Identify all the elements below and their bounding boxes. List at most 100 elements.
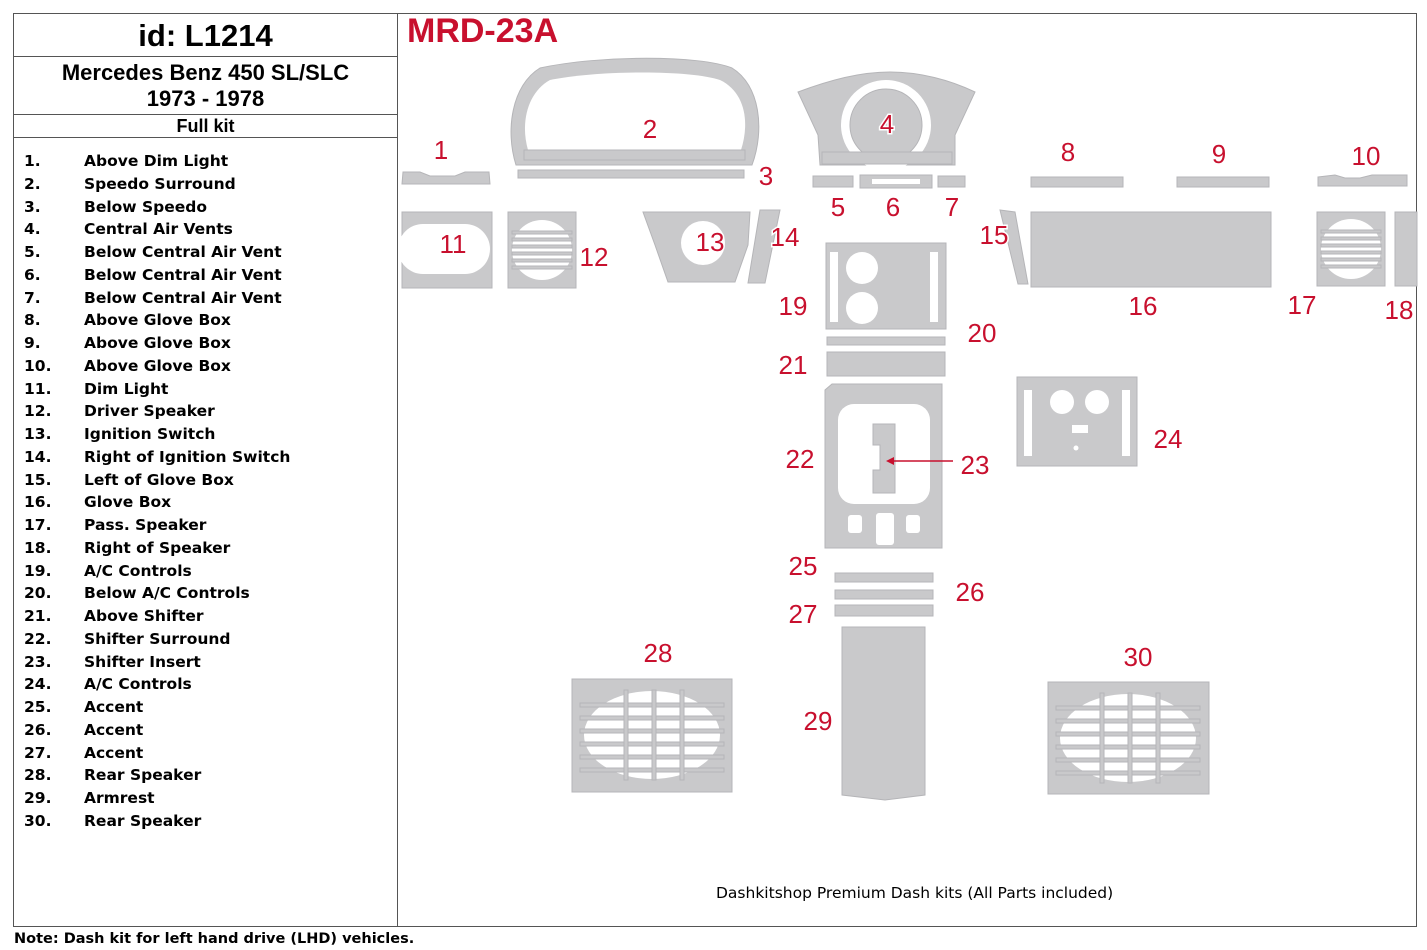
part-name: Right of Speaker — [84, 538, 231, 557]
part-number: 14. — [24, 447, 52, 466]
parts-list-item: 6. Below Central Air Vent — [14, 264, 397, 287]
part-name: Central Air Vents — [84, 220, 233, 239]
part-label-29: 29 — [804, 706, 833, 736]
part-label-23: 23 — [961, 450, 990, 480]
parts-list-item: 24. A/C Controls — [14, 673, 397, 696]
part-name: Armrest — [84, 789, 155, 807]
part-label-2: 2 — [643, 114, 657, 144]
parts-list-item: 5.Below Central Air Vent — [14, 241, 397, 264]
part-1-above-dim-light — [401, 171, 491, 185]
part-number: 28. — [24, 766, 52, 785]
part-number: 9. — [24, 334, 41, 352]
part-21-above-shifter — [826, 351, 946, 377]
part-label-10: 10 — [1352, 141, 1381, 171]
part-label-8: 8 — [1061, 137, 1075, 167]
part-name: Above Glove Box — [84, 356, 231, 375]
part-name: Below Central Air Vent — [84, 243, 282, 261]
part-name: Shifter Surround — [84, 629, 231, 648]
part-name: Shifter Insert — [84, 652, 201, 671]
part-label-14: 14 — [771, 222, 800, 252]
lhd-note: Note: Dash kit for left hand drive (LHD)… — [14, 931, 415, 947]
part-label-26: 26 — [956, 577, 985, 607]
part-label-17: 17 — [1288, 290, 1317, 320]
part-number: 11. — [24, 379, 52, 398]
part-name: Below Central Air Vent — [84, 288, 282, 307]
part-label-5: 5 — [831, 192, 845, 222]
part-label-13: 13 — [696, 227, 725, 257]
parts-list-item: 17. Pass. Speaker — [14, 514, 397, 537]
part-18-right-of-speaker — [1394, 211, 1418, 287]
part-number: 23. — [24, 652, 52, 671]
part-7-below-central-air-vent — [937, 175, 966, 188]
part-name: Accent — [84, 698, 144, 716]
part-label-22: 22 — [786, 444, 815, 474]
part-10-above-glove-box — [1317, 174, 1408, 187]
part-number: 4. — [24, 220, 41, 239]
part-label-3: 3 — [759, 161, 773, 191]
part-number: 22. — [24, 629, 52, 648]
part-name: Below Speedo — [84, 197, 208, 216]
parts-list-item: 21.Above Shifter — [14, 605, 397, 628]
part-label-6: 6 — [886, 192, 900, 222]
part-number: 18. — [24, 538, 52, 557]
part-24-ac-controls — [1016, 376, 1138, 467]
part-number: 6. — [24, 265, 41, 284]
part-11-dim-light — [398, 211, 493, 289]
part-30-rear-speaker — [1047, 681, 1210, 795]
part-label-9: 9 — [1212, 139, 1226, 169]
part-label-21: 21 — [779, 350, 808, 380]
part-13-ignition-switch — [642, 211, 751, 283]
kit-id: id: L1214 — [14, 14, 397, 57]
part-label-12: 12 — [580, 242, 609, 272]
parts-list-item: 22. Shifter Surround — [14, 628, 397, 651]
parts-list-item: 25.Accent — [14, 696, 397, 719]
part-name: Below A/C Controls — [84, 584, 250, 603]
part-name: Pass. Speaker — [84, 516, 207, 534]
part-number: 8. — [24, 311, 41, 330]
part-label-18: 18 — [1385, 295, 1414, 325]
part-number: 10. — [24, 356, 52, 375]
part-name: Below Central Air Vent — [84, 265, 282, 284]
parts-list-item: 14.Right of Ignition Switch — [14, 446, 397, 469]
part-name: A/C Controls — [84, 675, 192, 694]
part-name: Above Glove Box — [84, 334, 231, 352]
part-label-27: 27 — [789, 599, 818, 629]
model-block: Mercedes Benz 450 SL/SLC 1973 - 1978 — [14, 57, 397, 115]
part-number: 1. — [24, 152, 41, 170]
part-number: 29. — [24, 789, 52, 807]
part-28-rear-speaker — [571, 678, 733, 793]
model-years: 1973 - 1978 — [146, 86, 265, 111]
parts-list-item: 26.Accent — [14, 719, 397, 742]
kit-info-panel: id: L1214 Mercedes Benz 450 SL/SLC 1973 … — [13, 13, 398, 927]
part-name: A/C Controls — [84, 561, 192, 580]
parts-list-item: 28.Rear Speaker — [14, 764, 397, 787]
part-26-accent — [834, 589, 934, 600]
part-number: 17. — [24, 516, 52, 534]
part-25-accent — [834, 572, 934, 583]
diagram-area — [398, 13, 1417, 927]
part-label-30: 30 — [1124, 642, 1153, 672]
part-number: 19. — [24, 561, 52, 580]
part-number: 24. — [24, 675, 52, 694]
parts-list-item: 11.Dim Light — [14, 378, 397, 401]
part-15-left-of-glove-box — [999, 209, 1029, 285]
part-name: Glove Box — [84, 493, 172, 512]
parts-list-item: 20.Below A/C Controls — [14, 582, 397, 605]
part-23-shifter-insert — [872, 423, 953, 494]
parts-list-item: 23. Shifter Insert — [14, 651, 397, 674]
part-label-16: 16 — [1129, 291, 1158, 321]
part-label-20: 20 — [968, 318, 997, 348]
part-12-driver-speaker — [507, 211, 577, 289]
part-label-24: 24 — [1154, 424, 1183, 454]
part-2-speedo-surround — [510, 57, 760, 166]
part-name: Above Glove Box — [84, 311, 231, 330]
parts-list-item: 27.Accent — [14, 742, 397, 765]
kit-type: Full kit — [14, 115, 397, 138]
part-number: 7. — [24, 288, 41, 307]
parts-list-item: 16.Glove Box — [14, 491, 397, 514]
part-label-19: 19 — [779, 291, 808, 321]
part-6-below-central-air-vent — [859, 174, 933, 189]
